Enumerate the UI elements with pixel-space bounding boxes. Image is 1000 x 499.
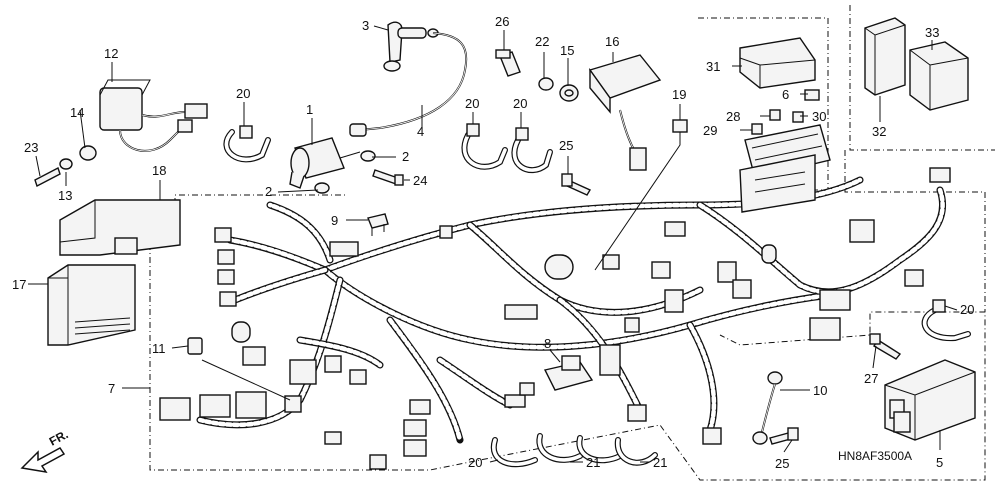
part-1-ignition-coil	[289, 137, 361, 189]
callout-8: 8	[544, 336, 551, 351]
callout-19: 19	[672, 87, 686, 102]
bolt-23-washer-13	[34, 158, 73, 188]
callout-20: 20	[465, 96, 479, 111]
callout-32: 32	[872, 124, 886, 139]
callout-30: 30	[812, 109, 826, 124]
part-11-cap	[187, 337, 203, 355]
callout-9: 9	[331, 213, 338, 228]
part-8-grommet	[543, 355, 594, 391]
callout-16: 16	[605, 34, 619, 49]
callout-labels: 1 2 2 3 4 5 6 7 8 9 10 11 12 13 14 15 16…	[12, 14, 974, 471]
fuse-box-body	[739, 124, 831, 213]
callout-18: 18	[152, 163, 166, 178]
callout-20: 20	[513, 96, 527, 111]
callout-29: 29	[703, 123, 717, 138]
callout-2: 2	[402, 149, 409, 164]
parts-2-nuts-24-bolt	[314, 150, 404, 194]
callout-20: 20	[236, 86, 250, 101]
part-31-fuse-box	[739, 37, 816, 89]
part-10-ground-wire	[752, 371, 783, 445]
leader-lines	[28, 25, 958, 463]
diagram-code: HN8AF3500A	[838, 449, 912, 463]
callout-23: 23	[24, 140, 38, 155]
callout-7: 7	[108, 381, 115, 396]
callout-28: 28	[726, 109, 740, 124]
callout-22: 22	[535, 34, 549, 49]
part-27-bolt	[869, 333, 902, 360]
callout-31: 31	[706, 59, 720, 74]
callout-25: 25	[559, 138, 573, 153]
part-12-relay-module	[79, 79, 208, 161]
callout-11: 11	[152, 341, 166, 356]
callout-6: 6	[782, 87, 789, 102]
part-19-clip	[672, 119, 688, 133]
callout-21: 21	[586, 455, 600, 470]
part-25-bolts	[561, 173, 799, 445]
front-direction-label: FR.	[47, 427, 71, 448]
callout-5: 5	[936, 455, 943, 470]
callout-20: 20	[960, 302, 974, 317]
harness-connectors	[159, 167, 951, 470]
parts-26-22-15	[495, 49, 579, 102]
callout-1: 1	[306, 102, 313, 117]
part-18-cover	[59, 199, 181, 256]
callout-33: 33	[925, 25, 939, 40]
callout-21: 21	[653, 455, 667, 470]
callout-14: 14	[70, 105, 84, 120]
cable-bands	[223, 123, 971, 468]
callout-25: 25	[775, 456, 789, 471]
parts-32-33-connectors	[864, 17, 969, 111]
callout-24: 24	[413, 173, 427, 188]
callout-27: 27	[864, 371, 878, 386]
callout-20: 20	[468, 455, 482, 470]
part-16-regulator	[588, 54, 662, 171]
callout-13: 13	[58, 188, 72, 203]
callout-26: 26	[495, 14, 509, 29]
parts-6-28-29-30-fuses	[751, 89, 820, 135]
callout-2: 2	[265, 184, 272, 199]
front-direction-arrow: FR.	[20, 427, 71, 474]
part-17-control-unit	[47, 264, 136, 346]
part-9-clip	[367, 213, 389, 236]
callout-17: 17	[12, 277, 26, 292]
callout-3: 3	[362, 18, 369, 33]
callout-15: 15	[560, 43, 574, 58]
callout-4: 4	[417, 124, 424, 139]
part-5-module	[884, 359, 976, 441]
part-3-plug-cap-4-wire	[349, 21, 468, 137]
callout-10: 10	[813, 383, 827, 398]
callout-12: 12	[104, 46, 118, 61]
